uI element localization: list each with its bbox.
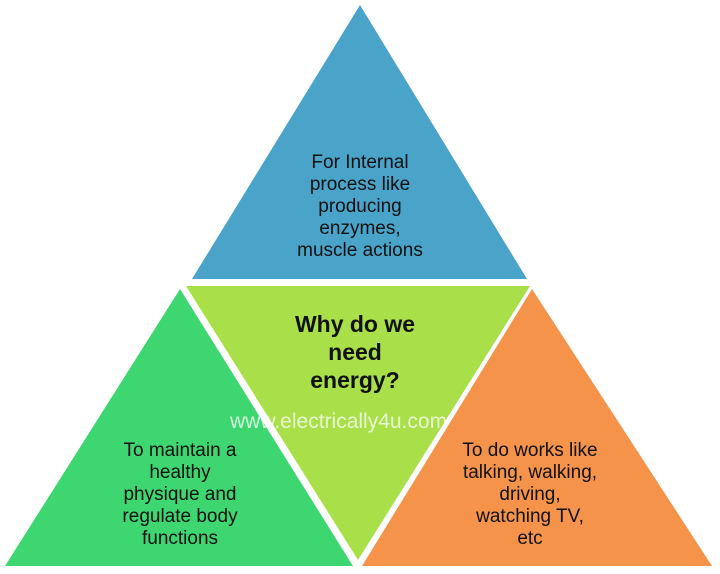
left-text: To maintain a healthy physique and regul… <box>85 440 275 550</box>
right-line: etc <box>517 528 543 549</box>
left-line: physique and <box>123 484 237 505</box>
top-line: muscle actions <box>297 240 423 261</box>
title-line: Why do we <box>294 311 416 337</box>
right-text: To do works like talking, walking, drivi… <box>430 440 630 550</box>
right-line: driving, <box>499 484 561 505</box>
title-line: energy? <box>310 367 400 393</box>
right-line: To do works like <box>462 440 598 461</box>
watermark: www.electrically4u.com <box>230 410 448 433</box>
left-line: functions <box>141 528 219 549</box>
top-line: producing <box>318 196 402 217</box>
left-triangle <box>5 289 353 566</box>
top-line: enzymes, <box>319 218 401 239</box>
title-line: need <box>328 339 382 365</box>
right-line: watching TV, <box>476 506 584 527</box>
center-title: Why do we need energy? <box>255 310 455 394</box>
left-line: healthy <box>149 462 211 483</box>
top-line: For Internal <box>311 152 409 173</box>
right-triangle <box>362 289 712 566</box>
top-line: process like <box>309 174 411 195</box>
top-text: For Internal process like producing enzy… <box>260 152 460 262</box>
right-line: talking, walking, <box>462 462 598 483</box>
left-line: To maintain a <box>123 440 237 461</box>
top-triangle <box>192 5 527 279</box>
left-line: regulate body <box>122 506 238 527</box>
center-triangle <box>186 286 530 560</box>
